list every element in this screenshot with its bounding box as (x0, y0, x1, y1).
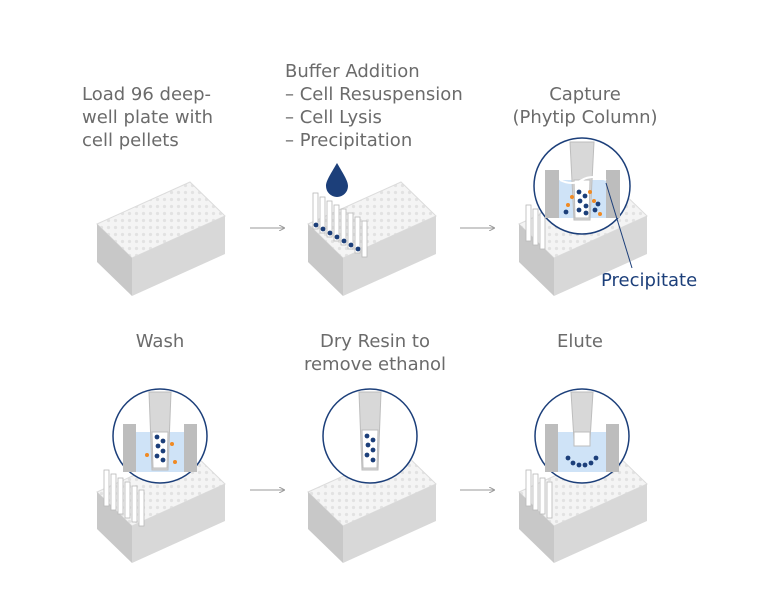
wash-zoom-circle (112, 388, 208, 484)
step-load-caption: Load 96 deep- well plate with cell pelle… (82, 84, 214, 151)
step-elute-caption: Elute (557, 331, 603, 352)
elute-zoom-circle (534, 388, 630, 484)
precipitate-label: Precipitate (601, 270, 698, 291)
step-buffer-caption: Buffer Addition – Cell Resuspension – Ce… (285, 61, 463, 151)
capture-zoom-circle (533, 137, 633, 269)
step-capture-caption: Capture (Phytip Column) (512, 84, 658, 128)
dry-zoom-circle (322, 388, 418, 484)
step-wash-caption: Wash (135, 331, 185, 352)
precipitate-particles (566, 190, 602, 216)
buffer-drop-icon (326, 163, 348, 197)
tip-resin-beads (313, 222, 361, 252)
tips-row (312, 192, 368, 258)
step-dry-caption: Dry Resin to remove ethanol (303, 331, 447, 375)
plate-load (96, 181, 226, 296)
capture-beads (563, 189, 601, 216)
precipitate-leader-line (605, 182, 633, 269)
plate-buffer (307, 163, 437, 296)
dry-beads (364, 433, 376, 463)
elute-beads (565, 455, 599, 468)
wash-beads (154, 434, 166, 463)
